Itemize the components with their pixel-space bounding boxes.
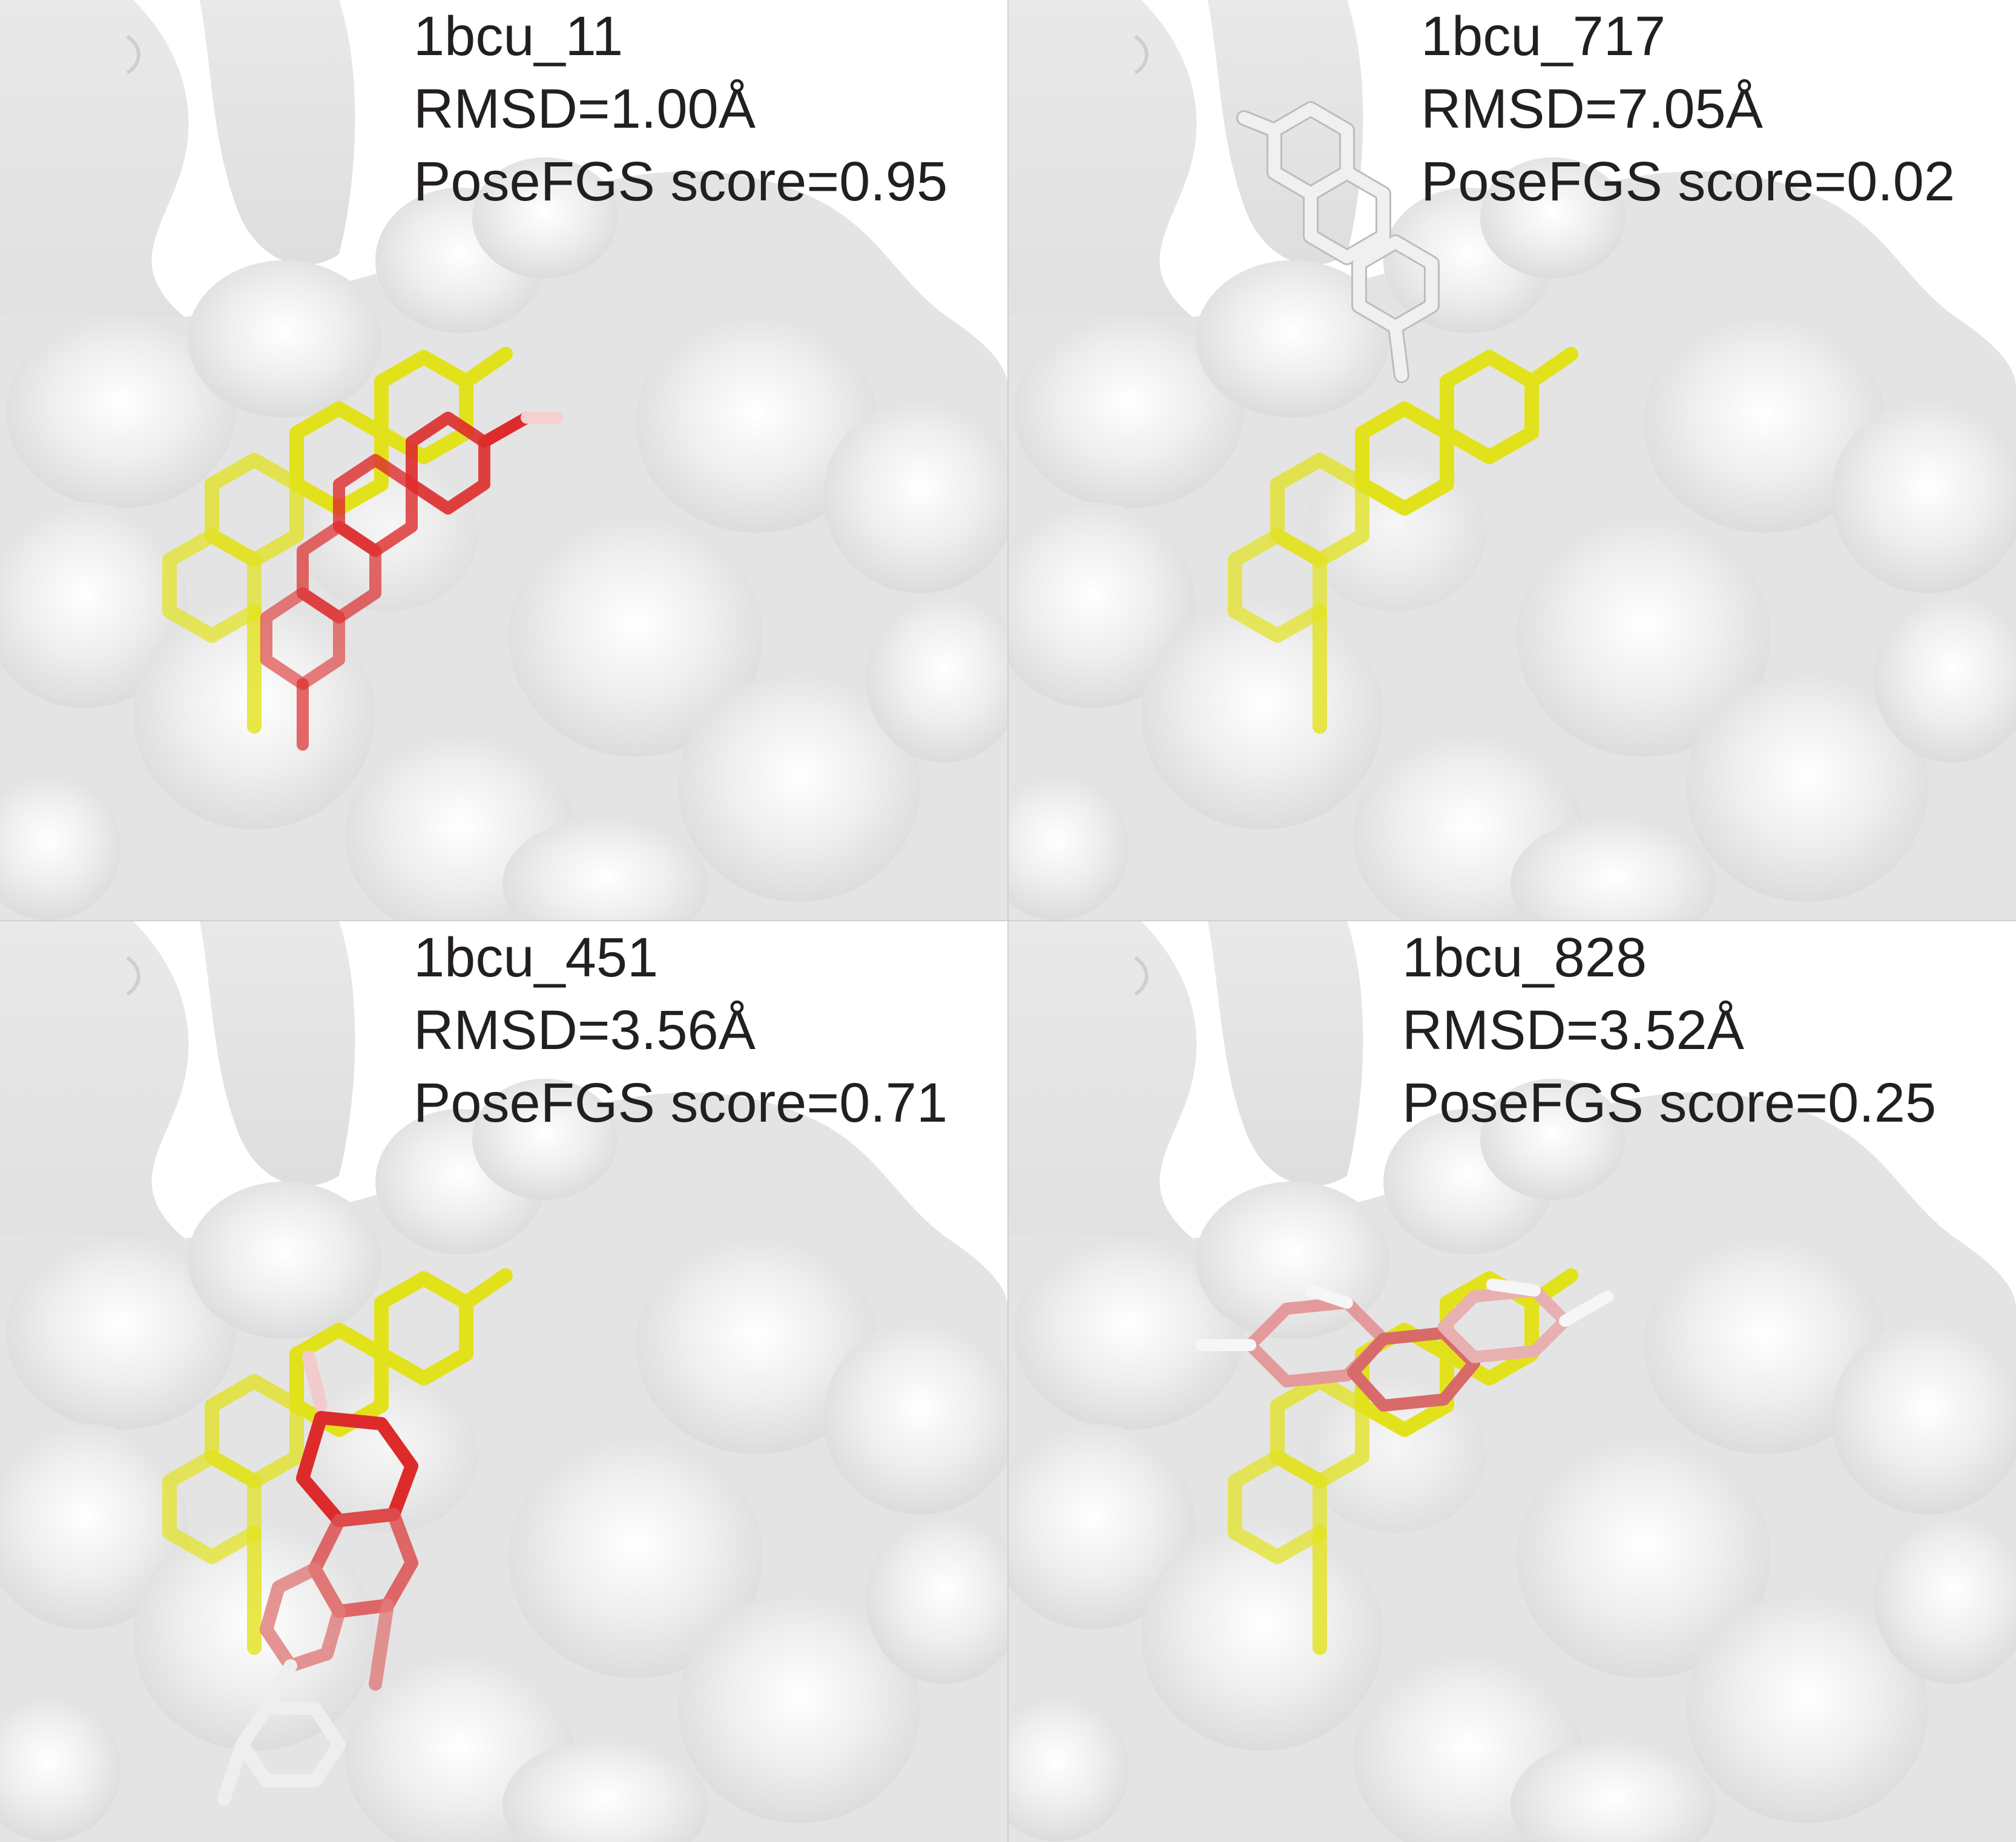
pose-label: 1bcu_828 RMSD=3.52Å PoseFGS score=0.25 — [1402, 921, 1936, 1139]
posefgs-score: PoseFGS score=0.71 — [413, 1072, 948, 1134]
docked-ligand-pose — [1236, 101, 1440, 383]
posefgs-score: PoseFGS score=0.95 — [413, 151, 948, 212]
docked-ligand-pose — [260, 412, 563, 751]
panel-1bcu-451: 1bcu_451 RMSD=3.56Å PoseFGS score=0.71 — [0, 921, 1008, 1842]
protein-surface-render — [0, 921, 1008, 1842]
panel-1bcu-11: 1bcu_11 RMSD=1.00Å PoseFGS score=0.95 — [0, 0, 1008, 921]
pose-label: 1bcu_717 RMSD=7.05Å PoseFGS score=0.02 — [1421, 0, 1955, 218]
pose-id: 1bcu_828 — [1402, 927, 1647, 988]
rmsd-value: RMSD=3.52Å — [1402, 999, 1745, 1061]
rmsd-value: RMSD=3.56Å — [413, 999, 756, 1061]
posefgs-score: PoseFGS score=0.02 — [1421, 151, 1955, 212]
panel-1bcu-717: 1bcu_717 RMSD=7.05Å PoseFGS score=0.02 — [1008, 0, 2016, 921]
protein-surface-render — [1008, 921, 2016, 1842]
posefgs-score: PoseFGS score=0.25 — [1402, 1072, 1937, 1134]
protein-surface-render — [1008, 0, 2016, 921]
protein-surface-render — [0, 0, 1008, 921]
pose-id: 1bcu_11 — [413, 5, 624, 67]
panel-divider-horizontal — [0, 920, 2016, 921]
docked-ligand-pose — [1196, 1278, 1613, 1412]
rmsd-value: RMSD=1.00Å — [413, 78, 756, 140]
rmsd-value: RMSD=7.05Å — [1421, 78, 1764, 140]
pose-label: 1bcu_11 RMSD=1.00Å PoseFGS score=0.95 — [413, 0, 947, 218]
panel-1bcu-828: 1bcu_828 RMSD=3.52Å PoseFGS score=0.25 — [1008, 921, 2016, 1842]
pose-id: 1bcu_717 — [1421, 5, 1666, 67]
pose-label: 1bcu_451 RMSD=3.56Å PoseFGS score=0.71 — [413, 921, 947, 1139]
docked-ligand-pose — [217, 1350, 418, 1806]
pose-id: 1bcu_451 — [413, 927, 659, 988]
